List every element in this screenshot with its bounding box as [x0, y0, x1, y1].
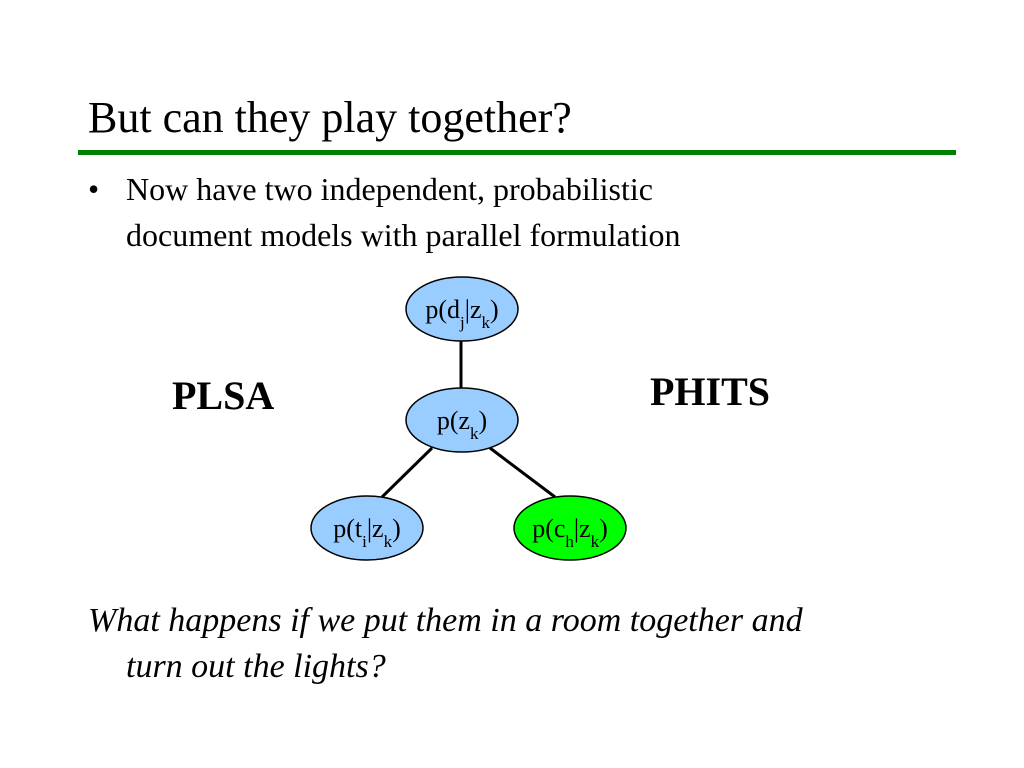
node-center-ellipse	[405, 387, 519, 453]
bullet-line-2: document models with parallel formulatio…	[126, 217, 681, 253]
node-p-c-given-z: p(ch|zk)	[513, 495, 627, 561]
plsa-label: PLSA	[172, 373, 275, 418]
edge-center-left	[380, 446, 434, 499]
node-center-label: p(zk)	[437, 406, 487, 443]
bullet-line-1: Now have two independent, probabilistic	[126, 171, 653, 207]
node-right-label: p(ch|zk)	[532, 514, 608, 551]
question-line-2: turn out the lights?	[126, 648, 386, 685]
question-line-1: What happens if we put them in a room to…	[88, 602, 803, 639]
bullet-marker: •	[88, 171, 100, 207]
title-underline	[78, 150, 956, 155]
node-left-label: p(ti|zk)	[333, 514, 401, 551]
edge-center-right	[489, 446, 556, 499]
bullet-point: • Now have two independent, probabilisti…	[88, 166, 848, 258]
phits-label: PHITS	[650, 369, 771, 414]
slide-title: But can they play together?	[88, 93, 572, 142]
node-p-z: p(zk)	[405, 387, 519, 453]
node-p-d-given-z: p(dj|zk)	[405, 276, 519, 342]
node-top-label: p(dj|zk)	[425, 295, 498, 332]
node-top-ellipse	[405, 276, 519, 342]
node-left-ellipse	[310, 495, 424, 561]
closing-question: What happens if we put them in a room to…	[88, 598, 948, 690]
node-right-ellipse	[513, 495, 627, 561]
node-p-t-given-z: p(ti|zk)	[310, 495, 424, 561]
